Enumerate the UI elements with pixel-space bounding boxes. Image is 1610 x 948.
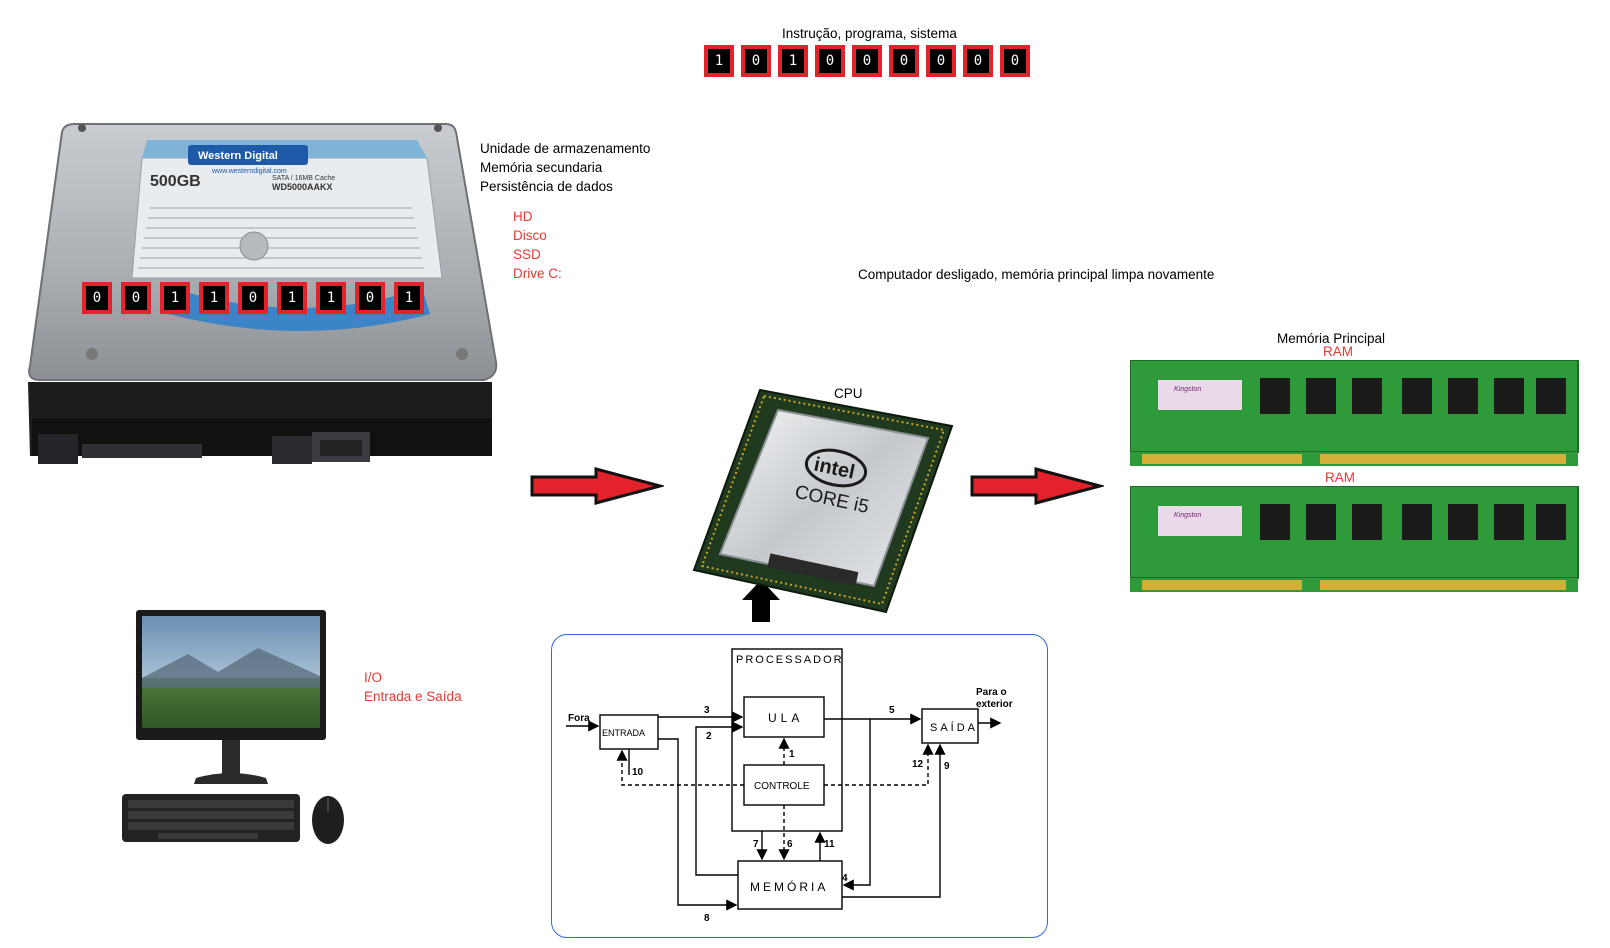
status-text: Computador desligado, memória principal …: [858, 267, 1215, 282]
storage-description: Unidade de armazenamento Memória secunda…: [480, 139, 650, 196]
storage-line: Unidade de armazenamento: [480, 141, 651, 156]
storage-line: Memória secundaria: [480, 160, 603, 175]
bit-cell: 1: [778, 45, 808, 77]
ram-module-1: Kingston: [1129, 359, 1580, 470]
storage-bits: 0 0 1 1 0 1 1 0 1: [82, 282, 424, 314]
instruction-label: Instrução, programa, sistema: [782, 26, 957, 41]
storage-line: Persistência de dados: [480, 179, 613, 194]
memoria-label: MEMÓRIA: [750, 879, 828, 894]
hdd-model-text: WD5000AAKX: [272, 182, 333, 192]
ram-label-1: RAM: [1323, 344, 1353, 359]
ula-box: [743, 696, 825, 738]
memoria-box: [737, 860, 843, 910]
bit-cell: 0: [963, 45, 993, 77]
cpu-image: intel CORE i5: [690, 386, 970, 620]
flow-number: 10: [632, 767, 644, 778]
ram-brand-text: Kingston: [1174, 386, 1201, 393]
bit-cell: 0: [889, 45, 919, 77]
processador-label: PROCESSADOR: [736, 654, 844, 666]
flow-number: 11: [824, 839, 835, 850]
processor-box: [731, 648, 843, 832]
hdd-brand-text: Western Digital: [198, 150, 278, 162]
io-line: Entrada e Saída: [364, 689, 462, 704]
flow-number: 1: [789, 749, 795, 760]
bit-cell: 1: [277, 282, 307, 314]
cpu-label: CPU: [834, 386, 863, 401]
bit-cell: 0: [1000, 45, 1030, 77]
storage-type: HD: [513, 209, 533, 224]
flow-number: 9: [944, 761, 950, 772]
storage-type: SSD: [513, 247, 541, 262]
controle-label: CONTROLE: [754, 781, 810, 792]
arrow-right-icon: [530, 467, 664, 505]
saida-label: SAÍDA: [930, 721, 978, 734]
entrada-label: ENTRADA: [602, 728, 645, 738]
computer-image: [118, 608, 358, 848]
ram-module-2: Kingston: [1129, 485, 1580, 596]
architecture-diagram: PROCESSADOR ULA CONTROLE ENTRADA SAÍDA M…: [551, 634, 1048, 938]
ram-label-2: RAM: [1325, 470, 1355, 485]
arrow-up-icon: [742, 580, 780, 622]
bit-cell: 0: [238, 282, 268, 314]
storage-types: HD Disco SSD Drive C:: [513, 207, 562, 283]
bit-cell: 1: [160, 282, 190, 314]
bit-cell: 1: [316, 282, 346, 314]
storage-type: Disco: [513, 228, 547, 243]
instruction-bits: 1 0 1 0 0 0 0 0 0: [704, 45, 1030, 77]
flow-number: 2: [706, 731, 712, 742]
flow-number: 5: [889, 705, 895, 716]
bit-cell: 1: [394, 282, 424, 314]
bit-cell: 0: [815, 45, 845, 77]
bit-cell: 0: [741, 45, 771, 77]
flow-number: 12: [912, 759, 924, 770]
arrow-right-icon: [970, 467, 1104, 505]
hdd-capacity-text: 500GB: [150, 173, 201, 190]
io-line: I/O: [364, 670, 383, 685]
hdd-site-text: www.westerndigital.com: [211, 168, 287, 175]
bit-cell: 0: [121, 282, 151, 314]
bit-cell: 0: [852, 45, 882, 77]
ula-label: ULA: [768, 711, 803, 725]
saida-box: [921, 708, 979, 744]
hard-drive-image: Western Digital www.westerndigital.com 5…: [22, 118, 522, 488]
bit-cell: 0: [355, 282, 385, 314]
storage-type: Drive C:: [513, 266, 562, 281]
ram-title: Memória Principal: [1277, 331, 1386, 346]
hdd-interface-text: SATA / 16MB Cache: [272, 175, 335, 182]
para-o-label: Para o: [976, 687, 1007, 698]
flow-number: 6: [787, 839, 793, 850]
flow-number: 4: [842, 873, 848, 884]
bit-cell: 0: [926, 45, 956, 77]
bit-cell: 1: [199, 282, 229, 314]
fora-label: Fora: [568, 713, 590, 724]
flow-number: 7: [753, 839, 759, 850]
bit-cell: 1: [704, 45, 734, 77]
flow-number: 8: [704, 913, 710, 924]
io-description: I/O Entrada e Saída: [364, 668, 462, 706]
flow-number: 3: [704, 705, 710, 716]
ram-brand-text: Kingston: [1174, 512, 1201, 519]
bit-cell: 0: [82, 282, 112, 314]
exterior-label: exterior: [976, 699, 1013, 710]
